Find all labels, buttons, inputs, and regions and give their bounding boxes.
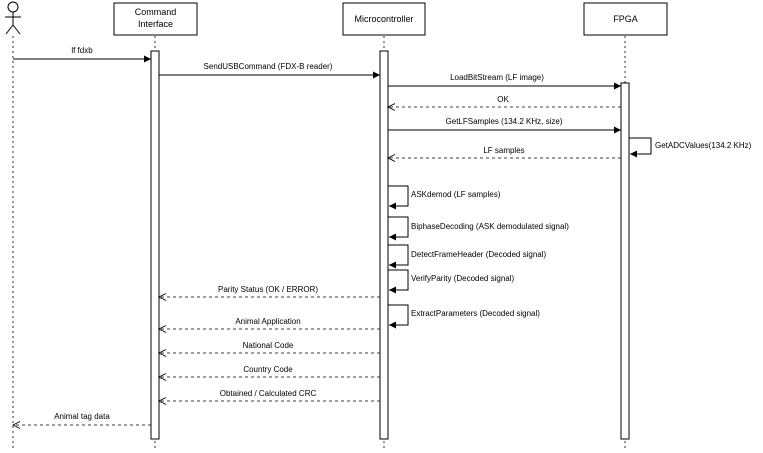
message-m1: lf fdxb xyxy=(13,46,151,63)
message-m10: DetectFrameHeader (Decoded signal) xyxy=(388,244,547,269)
message-label: SendUSBCommand (FDX-B reader) xyxy=(204,62,333,71)
message-m9: BiphaseDecoding (ASK demodulated signal) xyxy=(388,216,569,241)
participant-fpga: FPGA xyxy=(583,2,668,36)
message-label: OK xyxy=(497,95,509,104)
message-m17: Obtained / Calculated CRC xyxy=(159,389,380,401)
message-label: Obtained / Calculated CRC xyxy=(220,389,317,398)
activation-microcontroller xyxy=(379,50,389,440)
message-label: GetADCValues(134.2 KHz) xyxy=(655,141,752,150)
participant-command-interface-label-line2: Interface xyxy=(138,19,173,29)
user-actor-icon xyxy=(5,1,21,35)
message-m6: GetADCValues(134.2 KHz) xyxy=(629,137,752,158)
message-label: National Code xyxy=(243,341,294,350)
message-label: VerifyParity (Decoded signal) xyxy=(411,274,514,283)
message-m11: VerifyParity (Decoded signal) xyxy=(388,269,514,294)
activation-fpga xyxy=(620,82,630,440)
message-m14: Animal Application xyxy=(159,317,380,329)
message-label: ASKdemod (LF samples) xyxy=(411,190,501,199)
message-label: LoadBitStream (LF image) xyxy=(450,73,544,82)
participant-command-interface: Command Interface xyxy=(113,2,198,36)
message-m2: SendUSBCommand (FDX-B reader) xyxy=(159,62,380,79)
message-m12: Parity Status (OK / ERROR) xyxy=(159,285,380,297)
self-call-arrow xyxy=(629,137,652,158)
message-m7: LF samples xyxy=(388,146,621,158)
message-label: DetectFrameHeader (Decoded signal) xyxy=(411,250,547,259)
message-m8: ASKdemod (LF samples) xyxy=(388,185,501,210)
participant-microcontroller: Microcontroller xyxy=(342,2,426,36)
message-label: Country Code xyxy=(243,365,293,374)
self-call-arrow xyxy=(388,269,409,294)
participant-fpga-label: FPGA xyxy=(613,14,638,24)
message-m18: Animal tag data xyxy=(13,412,151,425)
message-label: GetLFSamples (134.2 KHz, size) xyxy=(446,117,563,126)
message-label: LF samples xyxy=(483,146,524,155)
participant-microcontroller-label: Microcontroller xyxy=(354,14,413,24)
message-m5: GetLFSamples (134.2 KHz, size) xyxy=(388,117,621,134)
self-call-arrow xyxy=(388,216,409,241)
activation-command-interface xyxy=(150,50,160,440)
message-label: BiphaseDecoding (ASK demodulated signal) xyxy=(411,222,569,231)
message-label: Parity Status (OK / ERROR) xyxy=(218,285,318,294)
message-m15: National Code xyxy=(159,341,380,353)
message-m3: LoadBitStream (LF image) xyxy=(388,73,621,90)
participant-command-interface-label-line1: Command xyxy=(135,7,177,17)
message-label: Animal tag data xyxy=(54,412,110,421)
message-label: Animal Application xyxy=(235,317,300,326)
self-call-arrow xyxy=(388,185,409,210)
self-call-arrow xyxy=(388,244,409,269)
message-label: lf fdxb xyxy=(71,46,93,55)
message-m13: ExtractParameters (Decoded signal) xyxy=(388,304,540,329)
message-label: ExtractParameters (Decoded signal) xyxy=(411,309,540,318)
self-call-arrow xyxy=(388,304,409,329)
message-m4: OK xyxy=(388,95,621,107)
message-m16: Country Code xyxy=(159,365,380,377)
